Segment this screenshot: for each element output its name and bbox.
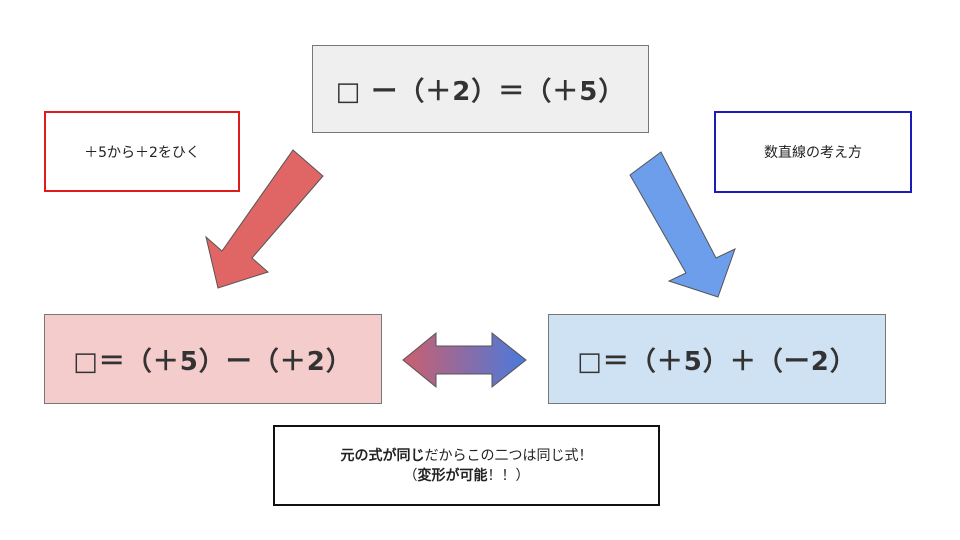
conclusion-paren-open: （: [403, 467, 418, 484]
double-arrow-icon: [402, 331, 527, 389]
conclusion-line-1: 元の式が同じだからこの二つは同じ式！: [341, 446, 593, 466]
conclusion-paren-close: ！！）: [487, 467, 530, 484]
red-down-left-arrow-icon: [205, 149, 324, 289]
original-equation-text: □ ー（＋2）＝（＋5）: [335, 76, 626, 107]
addition-equation-text: □＝（＋5）＋（ー2）: [577, 346, 857, 377]
number-line-note-text: 数直線の考え方: [764, 145, 862, 161]
conclusion-line-2: （変形が可能！！）: [404, 466, 530, 486]
blue-down-right-arrow-icon: [629, 151, 736, 298]
subtraction-equation-text: □＝（＋5）ー（＋2）: [73, 346, 353, 377]
conclusion-rest-text: だからこの二つは同じ式！: [424, 447, 593, 464]
conclusion-bold-text: 元の式が同じ: [340, 447, 425, 464]
subtraction-equation-box: □＝（＋5）ー（＋2）: [44, 314, 382, 404]
subtraction-note-text: ＋5から＋2をひく: [84, 144, 200, 161]
original-equation-box: □ ー（＋2）＝（＋5）: [312, 45, 649, 133]
conclusion-note-box: 元の式が同じだからこの二つは同じ式！ （変形が可能！！）: [273, 425, 660, 506]
subtraction-note-box: ＋5から＋2をひく: [44, 111, 240, 192]
conclusion-transform-text: 変形が可能: [417, 467, 488, 484]
number-line-note-box: 数直線の考え方: [714, 111, 912, 193]
addition-equation-box: □＝（＋5）＋（ー2）: [548, 314, 886, 404]
